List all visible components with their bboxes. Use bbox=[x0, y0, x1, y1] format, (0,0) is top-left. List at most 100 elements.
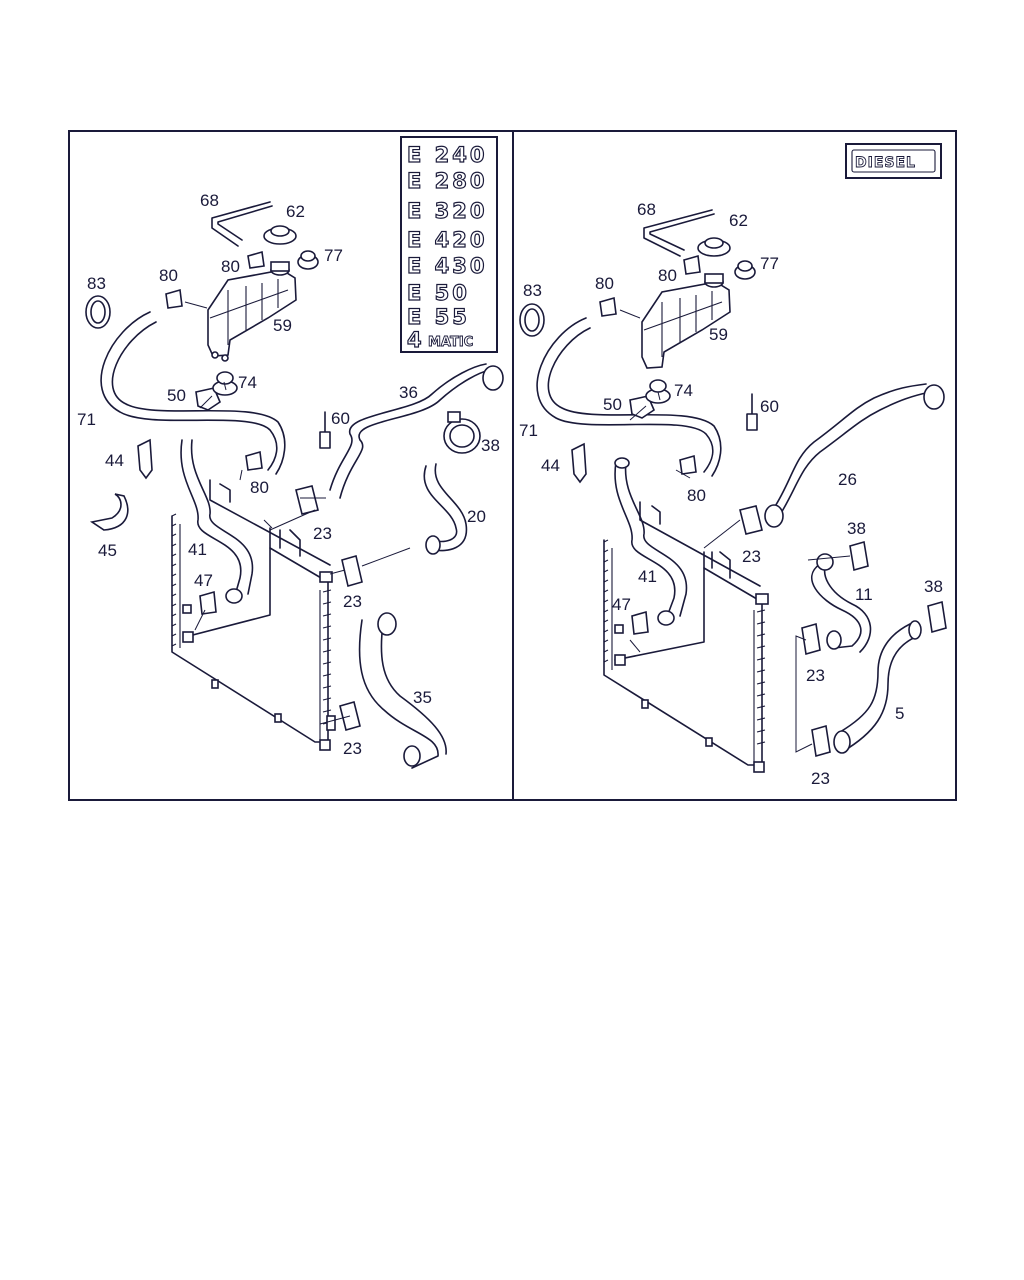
clip bbox=[247, 250, 265, 269]
callout-label: 80 bbox=[159, 266, 178, 285]
callout-label: 38 bbox=[924, 577, 943, 596]
right-panel: DIESEL bbox=[519, 143, 947, 788]
model-badge-box bbox=[400, 136, 498, 353]
vent-hose bbox=[643, 209, 715, 257]
coolant-hose bbox=[100, 311, 286, 475]
callout-label: 80 bbox=[687, 486, 706, 505]
callout-label: 60 bbox=[760, 397, 779, 416]
callout-label: 38 bbox=[847, 519, 866, 538]
callout-label: 47 bbox=[612, 595, 631, 614]
callout-label: 68 bbox=[200, 191, 219, 210]
callout-label: 77 bbox=[324, 246, 343, 265]
leader-line bbox=[184, 301, 411, 725]
callout-label: 74 bbox=[238, 373, 257, 392]
radiator-hose bbox=[614, 461, 688, 617]
callout-label: 23 bbox=[811, 769, 830, 788]
diesel-badge: DIESEL bbox=[855, 155, 916, 171]
callout-label: 74 bbox=[674, 381, 693, 400]
radiator-hose bbox=[811, 557, 872, 653]
callout-label: 38 bbox=[481, 436, 500, 455]
clip bbox=[137, 438, 153, 480]
hose-clamp bbox=[849, 540, 869, 572]
hose-clamp bbox=[631, 610, 649, 635]
diesel-badge-plate bbox=[851, 149, 936, 173]
callout-label: 44 bbox=[541, 456, 560, 475]
lower-hose bbox=[423, 463, 468, 552]
clip bbox=[679, 454, 697, 475]
callout-label: 62 bbox=[729, 211, 748, 230]
model-badge: E 430 bbox=[407, 254, 488, 278]
hose-clamp bbox=[927, 600, 947, 634]
hose-clamp bbox=[199, 590, 217, 615]
hose-end bbox=[425, 535, 441, 555]
callout-label: 50 bbox=[167, 386, 186, 405]
callout-label: 60 bbox=[331, 409, 350, 428]
callout-label: 50 bbox=[603, 395, 622, 414]
callout-label: 83 bbox=[523, 281, 542, 300]
upper-hose bbox=[329, 363, 491, 499]
radiator-cap bbox=[263, 225, 297, 245]
radiator bbox=[603, 501, 769, 773]
clip bbox=[245, 450, 263, 471]
model-badge: E 50 bbox=[407, 281, 470, 305]
hose-clamp bbox=[811, 724, 831, 758]
bracket bbox=[629, 395, 655, 419]
hose-end bbox=[908, 620, 922, 640]
matic-badge-word: MATIC bbox=[428, 335, 473, 350]
model-badge: E 320 bbox=[407, 199, 488, 223]
hose-end bbox=[833, 730, 851, 754]
model-badge: E 420 bbox=[407, 228, 488, 252]
temperature-sensor bbox=[746, 393, 758, 431]
nut bbox=[734, 260, 756, 280]
callout-label: 77 bbox=[760, 254, 779, 273]
diesel-badge-box bbox=[845, 143, 942, 179]
hose-clamp bbox=[443, 411, 481, 454]
grommet bbox=[645, 379, 671, 404]
hose-end bbox=[657, 610, 675, 626]
model-badge: E 280 bbox=[407, 169, 488, 193]
callout-label: 80 bbox=[658, 266, 677, 285]
radiator-cap bbox=[697, 237, 731, 257]
hose-end bbox=[764, 504, 784, 528]
clip bbox=[571, 442, 587, 484]
callout-label: 80 bbox=[595, 274, 614, 293]
hose-end bbox=[225, 588, 243, 604]
callout-label: 36 bbox=[399, 383, 418, 402]
callout-label: 23 bbox=[806, 666, 825, 685]
callout-label: 35 bbox=[413, 688, 432, 707]
hose-clamp bbox=[295, 485, 319, 515]
coolant-hose bbox=[536, 317, 722, 477]
callout-label: 62 bbox=[286, 202, 305, 221]
bypass-hose bbox=[358, 615, 447, 769]
callout-label: 71 bbox=[519, 421, 538, 440]
callout-label: 80 bbox=[221, 257, 240, 276]
expansion-tank bbox=[641, 273, 731, 369]
callout-label: 5 bbox=[895, 704, 904, 723]
callout-label: 44 bbox=[105, 451, 124, 470]
leader-line bbox=[619, 309, 851, 753]
grommet bbox=[212, 371, 238, 396]
callout-label: 71 bbox=[77, 410, 96, 429]
hose-end bbox=[923, 384, 945, 410]
clip bbox=[683, 254, 701, 275]
hose-clamp bbox=[739, 505, 763, 535]
model-badge: E 240 bbox=[407, 143, 488, 167]
callout-label: 80 bbox=[250, 478, 269, 497]
clip bbox=[89, 493, 129, 531]
callout-label: 23 bbox=[742, 547, 761, 566]
hose-end bbox=[816, 553, 834, 571]
callout-label: 41 bbox=[638, 567, 657, 586]
hose-end bbox=[403, 745, 421, 767]
radiator-hose bbox=[180, 439, 254, 595]
callout-label: 59 bbox=[273, 316, 292, 335]
callout-label: 23 bbox=[343, 739, 362, 758]
callout-label: 26 bbox=[838, 470, 857, 489]
left-panel: E 240 E 280 E 320 E 420 E 430 E 50 E 55 … bbox=[77, 136, 504, 769]
bracket bbox=[195, 387, 221, 411]
callout-label: 23 bbox=[343, 592, 362, 611]
callout-label: 11 bbox=[855, 585, 873, 604]
upper-hose bbox=[773, 383, 931, 519]
hose-end bbox=[377, 612, 397, 636]
model-badge: E 55 bbox=[407, 305, 470, 329]
hose-clamp bbox=[85, 295, 111, 329]
